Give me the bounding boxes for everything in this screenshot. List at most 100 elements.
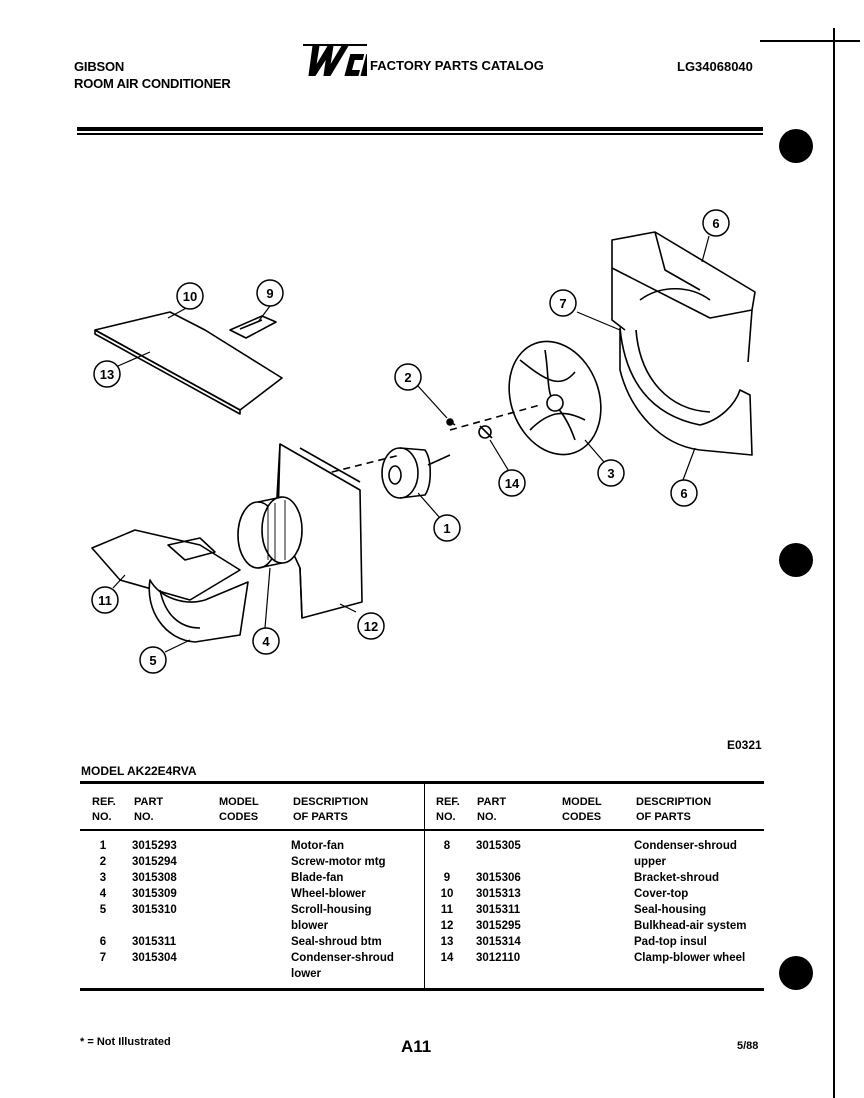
brand-block: GIBSON ROOM AIR CONDITIONER — [74, 58, 231, 92]
part-description-cont: lower — [291, 968, 322, 980]
callout-circle — [357, 612, 385, 640]
table-rule-bottom — [80, 988, 764, 991]
part-no: 3015304 — [132, 952, 177, 964]
part-description: Screw-motor mtg — [291, 856, 386, 868]
exploded-parts-diagram: 10 9 13 2 7 6 3 14 1 6 11 4 12 5 — [91, 209, 756, 674]
page-border — [833, 28, 835, 1098]
ref-no: 8 — [443, 840, 451, 852]
footnote: * = Not Illustrated — [80, 1036, 171, 1048]
callout-circle — [702, 209, 730, 237]
part-no: 3012110 — [476, 952, 521, 964]
blade-fan-part — [508, 340, 602, 456]
wci-logo — [303, 44, 367, 76]
part-description: Scroll-housing — [291, 904, 372, 916]
ref-no: 13 — [440, 936, 454, 948]
callout-circle — [139, 646, 167, 674]
product-type: ROOM AIR CONDITIONER — [74, 76, 231, 91]
part-description: Blade-fan — [291, 872, 344, 884]
callout-circle — [498, 469, 526, 497]
callout-circle — [549, 289, 577, 317]
callout-label: 3 — [607, 466, 614, 481]
table-rule-top — [80, 781, 764, 784]
callout-circle — [433, 514, 461, 542]
header-rule-thin — [77, 133, 763, 135]
condenser-shroud-upper-part — [611, 231, 756, 363]
clamp-blower-wheel-part — [478, 425, 493, 439]
part-no: 3015310 — [132, 904, 177, 916]
scroll-housing-blower-part — [148, 579, 249, 643]
bracket-shroud-part — [229, 315, 277, 339]
part-description: Condenser-shroud — [291, 952, 394, 964]
part-description: Condenser-shroud — [634, 840, 737, 852]
callout-label: 5 — [149, 653, 156, 668]
ref-no: 14 — [440, 952, 454, 964]
part-description: Seal-housing — [634, 904, 707, 916]
condenser-shroud-lower-part — [619, 327, 753, 456]
ref-no: 5 — [99, 904, 107, 916]
table-column-divider — [424, 784, 425, 988]
callout-label: 6 — [712, 216, 719, 231]
catalog-id: LG34068040 — [677, 59, 753, 74]
callout-circle — [93, 360, 121, 388]
ref-no: 12 — [440, 920, 454, 932]
punch-hole — [779, 956, 813, 990]
callout-circle — [597, 459, 625, 487]
callout-label: 6 — [680, 486, 687, 501]
ref-no: 6 — [99, 936, 107, 948]
part-description: Wheel-blower — [291, 888, 366, 900]
ref-no: 4 — [99, 888, 107, 900]
model-number: MODEL AK22E4RVA — [81, 764, 197, 778]
callout-circle — [91, 586, 119, 614]
part-no: 3015314 — [476, 936, 521, 948]
part-no: 3015305 — [476, 840, 521, 852]
motor-fan-part — [381, 447, 451, 499]
callout-label: 1 — [443, 521, 450, 536]
part-description: Motor-fan — [291, 840, 345, 852]
callouts — [91, 209, 730, 674]
part-description-cont: blower — [291, 920, 329, 932]
ref-no: 3 — [99, 872, 107, 884]
pad-top-insul-part — [94, 311, 283, 415]
part-description: Bracket-shroud — [634, 872, 719, 884]
wheel-blower-part — [237, 496, 303, 569]
part-no: 3015313 — [476, 888, 521, 900]
part-no: 3015293 — [132, 840, 177, 852]
callout-circle — [670, 479, 698, 507]
part-no: 3015294 — [132, 856, 177, 868]
callout-circle — [394, 363, 422, 391]
callout-label: 9 — [266, 286, 273, 301]
ref-no: 2 — [99, 856, 107, 868]
callout-label: 12 — [364, 619, 378, 634]
callout-circle — [176, 282, 204, 310]
punch-hole — [779, 129, 813, 163]
page-border-top — [760, 40, 860, 42]
ref-no: 1 — [99, 840, 107, 852]
part-description-cont: upper — [634, 856, 666, 868]
brand-name: GIBSON — [74, 59, 125, 74]
header-rule — [77, 127, 763, 131]
part-no: 3015308 — [132, 872, 177, 884]
part-description: Seal-shroud btm — [291, 936, 382, 948]
ref-no: 11 — [440, 904, 454, 916]
callout-circle — [256, 279, 284, 307]
punch-hole — [779, 543, 813, 577]
part-description: Clamp-blower wheel — [634, 952, 746, 964]
table-rule-header — [80, 829, 764, 831]
part-no: 3015311 — [132, 936, 177, 948]
seal-housing-part — [91, 529, 241, 601]
part-description: Cover-top — [634, 888, 689, 900]
page-number: A11 — [401, 1037, 432, 1056]
part-description: Pad-top insul — [634, 936, 707, 948]
figure-code: E0321 — [727, 738, 762, 752]
catalog-date: 5/88 — [737, 1040, 759, 1052]
header-ref-no: REF.NO. — [436, 796, 460, 823]
part-no: 3015311 — [476, 904, 521, 916]
ref-no: 10 — [440, 888, 454, 900]
callout-circle — [252, 627, 280, 655]
callout-label: 10 — [183, 289, 197, 304]
